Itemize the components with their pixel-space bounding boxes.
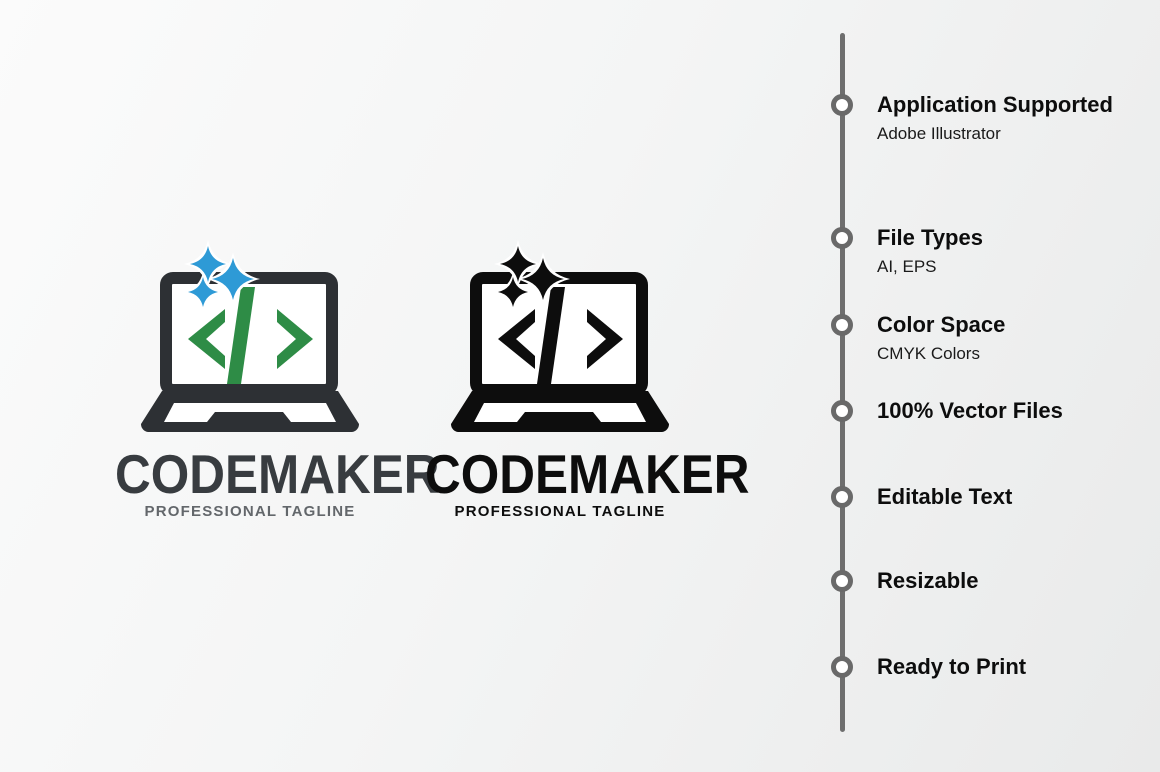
- timeline-node-icon: [831, 486, 853, 508]
- brand-tagline: PROFESSIONAL TAGLINE: [144, 503, 356, 520]
- feature-title: Ready to Print: [877, 654, 1027, 679]
- laptop-code-logo-icon: [100, 227, 400, 437]
- timeline-node-icon: [831, 400, 853, 422]
- logo-preview-black: CODEMAKER PROFESSIONAL TAGLINE: [410, 227, 750, 532]
- feature-title: File Types: [877, 225, 983, 250]
- feature-title: Resizable: [877, 568, 979, 593]
- feature-subtitle: AI, EPS: [877, 257, 937, 276]
- logo-preview-color: CODEMAKER PROFESSIONAL TAGLINE: [100, 227, 440, 532]
- brand-name: CODEMAKER: [115, 443, 440, 505]
- brand-tagline: PROFESSIONAL TAGLINE: [454, 503, 666, 520]
- feature-title: Application Supported: [877, 92, 1113, 117]
- feature-title: Color Space: [877, 312, 1006, 337]
- timeline-line: [840, 33, 845, 732]
- feature-subtitle: Adobe Illustrator: [877, 124, 1001, 143]
- feature-title: Editable Text: [877, 484, 1013, 509]
- timeline-node-icon: [831, 314, 853, 336]
- brand-name: CODEMAKER: [425, 443, 750, 505]
- laptop-code-logo-icon: [410, 227, 710, 437]
- feature-subtitle: CMYK Colors: [877, 344, 980, 363]
- timeline-node-icon: [831, 570, 853, 592]
- timeline-node-icon: [831, 94, 853, 116]
- feature-title: 100% Vector Files: [877, 398, 1063, 423]
- timeline-node-icon: [831, 656, 853, 678]
- timeline-node-icon: [831, 227, 853, 249]
